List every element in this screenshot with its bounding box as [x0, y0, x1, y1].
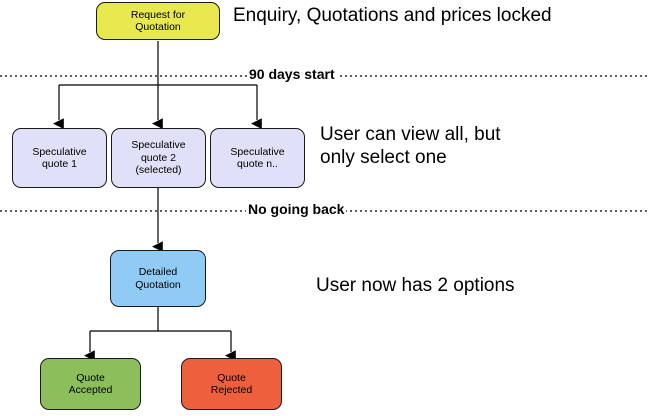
node-label: Speculative quote 1 [32, 145, 87, 170]
annotation-middle: User can view all, but only select one [320, 124, 501, 168]
node-request-for-quotation[interactable]: Request for Quotation [96, 2, 220, 40]
node-quote-accepted[interactable]: Quote Accepted [40, 358, 141, 410]
node-speculative-quote-n[interactable]: Speculative quote n.. [210, 128, 305, 188]
annotation-top: Enquiry, Quotations and prices locked [233, 5, 552, 26]
annotation-bottom: User now has 2 options [316, 275, 515, 296]
divider-label-90-days: 90 days start [247, 66, 337, 82]
node-speculative-quote-1[interactable]: Speculative quote 1 [12, 128, 107, 188]
node-quote-rejected[interactable]: Quote Rejected [181, 358, 282, 410]
node-label: Quote Accepted [68, 371, 113, 396]
node-label: Detailed Quotation [135, 266, 181, 291]
node-label: Quote Rejected [210, 371, 253, 396]
node-label: Request for Quotation [130, 8, 186, 33]
node-detailed-quotation[interactable]: Detailed Quotation [110, 250, 206, 307]
node-label: Speculative quote n.. [230, 145, 285, 170]
node-speculative-quote-2[interactable]: Speculative quote 2 (selected) [111, 128, 206, 188]
divider-label-no-going-back: No going back [246, 201, 347, 217]
node-label: Speculative quote 2 (selected) [131, 139, 186, 177]
